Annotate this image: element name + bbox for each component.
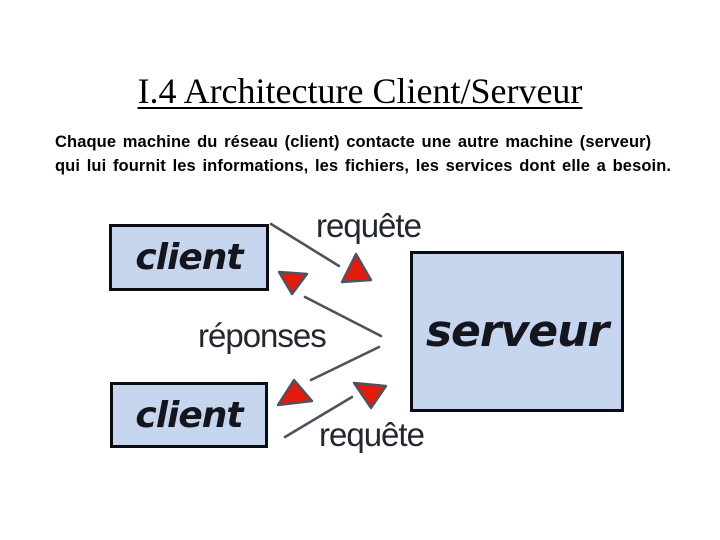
- request-top-arrowhead-icon: [340, 252, 373, 284]
- intro-text: Chaque machine du réseau (client) contac…: [55, 130, 675, 178]
- edge-label-responses: réponses: [198, 317, 327, 354]
- node-label: client: [135, 394, 243, 436]
- node-label: client: [135, 237, 243, 278]
- request-bottom-arrowhead-icon: [352, 381, 388, 410]
- intro-line: Chaque machine du réseau (client) contac…: [55, 133, 652, 151]
- edge-label-request-top: requête: [316, 207, 422, 244]
- node-label: serveur: [425, 306, 609, 357]
- client-node-top: client: [109, 224, 269, 291]
- responses-top-arrowhead-icon: [277, 270, 309, 296]
- edge-label-request-bottom: requête: [319, 416, 425, 453]
- slide-title: I.4 Architecture Client/Serveur: [137, 71, 583, 111]
- responses-bottom-arrowhead-icon: [276, 378, 314, 407]
- client-node-bottom: client: [110, 382, 268, 448]
- intro-line: qui lui fournit les informations, les fi…: [55, 157, 672, 175]
- server-node: serveur: [410, 251, 624, 412]
